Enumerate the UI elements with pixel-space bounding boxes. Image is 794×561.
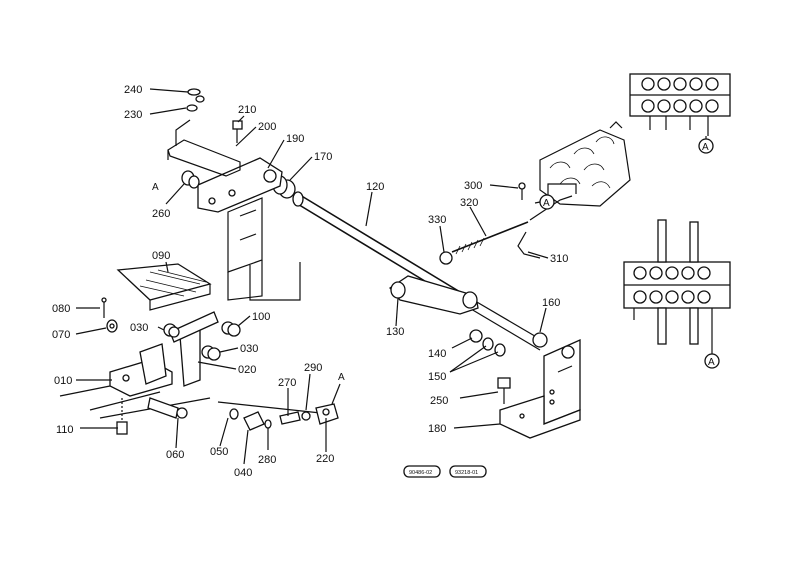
rod-320 [439, 221, 529, 265]
callout-010: 010 [54, 375, 72, 387]
bushing-100 [221, 321, 241, 337]
callout-270: 270 [278, 377, 296, 389]
bracket-010 [109, 343, 173, 397]
nuts-140-150 [469, 329, 506, 357]
callout-070: 070 [52, 329, 70, 341]
callout-a-linkage: A [338, 372, 345, 383]
pedal-090 [116, 263, 212, 311]
ref-a-valve-bottom: A [708, 357, 715, 368]
callout-020: 020 [238, 364, 256, 376]
nut-260 [181, 170, 200, 189]
callout-230: 230 [124, 109, 142, 121]
callout-080: 080 [52, 303, 70, 315]
pin-060 [147, 397, 188, 419]
bolt-250 [497, 377, 511, 404]
callout-030-lower: 030 [240, 343, 258, 355]
bracket-180 [499, 338, 581, 439]
callout-040: 040 [234, 467, 252, 479]
callout-150: 150 [428, 371, 446, 383]
callout-240: 240 [124, 84, 142, 96]
callout-260: 260 [152, 208, 170, 220]
callout-300: 300 [464, 180, 482, 192]
callout-100: 100 [252, 311, 270, 323]
callout-labels: 240 230 210 200 190 170 A 260 120 300 32… [52, 84, 568, 479]
callout-170: 170 [314, 151, 332, 163]
linkage-rod [217, 383, 341, 431]
callout-180: 180 [428, 423, 446, 435]
arm-130 [389, 275, 479, 315]
callout-130: 130 [386, 326, 404, 338]
callout-200: 200 [258, 121, 276, 133]
bolt-110 [116, 398, 128, 435]
callout-280: 280 [258, 454, 276, 466]
drawing-codes: 90486-02 93218-01 [403, 465, 487, 478]
washer-070 [106, 319, 118, 333]
callout-050: 050 [210, 446, 228, 458]
bushing-030b [201, 345, 221, 361]
control-valve-top [629, 73, 731, 136]
drawing-code-1: 90486-02 [409, 470, 432, 476]
ref-a-valve-mid: A [543, 198, 550, 209]
lever-200 [167, 119, 241, 177]
rod-310 [517, 195, 573, 259]
mount-bracket [227, 197, 301, 301]
callout-060: 060 [166, 449, 184, 461]
bolt-210 [232, 120, 243, 143]
pin-240-230 [186, 88, 205, 112]
shaft-120 [292, 191, 546, 351]
control-valve-bottom [623, 219, 731, 350]
callout-140: 140 [428, 348, 446, 360]
callout-a-left: A [152, 182, 159, 193]
callout-220: 220 [316, 453, 334, 465]
ref-a-valve-top: A [702, 142, 709, 153]
callout-320: 320 [460, 197, 478, 209]
callout-120: 120 [366, 181, 384, 193]
reference-circles: A A A [539, 138, 720, 369]
callout-090: 090 [152, 250, 170, 262]
callout-190: 190 [286, 133, 304, 145]
callout-330: 330 [428, 214, 446, 226]
arm-020 [169, 311, 219, 387]
callout-290: 290 [304, 362, 322, 374]
callout-110: 110 [56, 424, 74, 436]
drawing-code-2: 93218-01 [455, 470, 478, 476]
callout-030-upper: 030 [130, 322, 148, 334]
bushing-160 [532, 332, 548, 348]
callout-310: 310 [550, 253, 568, 265]
leader-lines [75, 88, 713, 465]
pin-080 [101, 297, 107, 318]
control-valve-mid [539, 121, 631, 207]
callout-250: 250 [430, 395, 448, 407]
lever-plate-190 [197, 157, 283, 213]
bushing-030a [163, 323, 180, 338]
pin-300 [518, 182, 526, 200]
callout-160: 160 [542, 297, 560, 309]
callout-210: 210 [238, 104, 256, 116]
